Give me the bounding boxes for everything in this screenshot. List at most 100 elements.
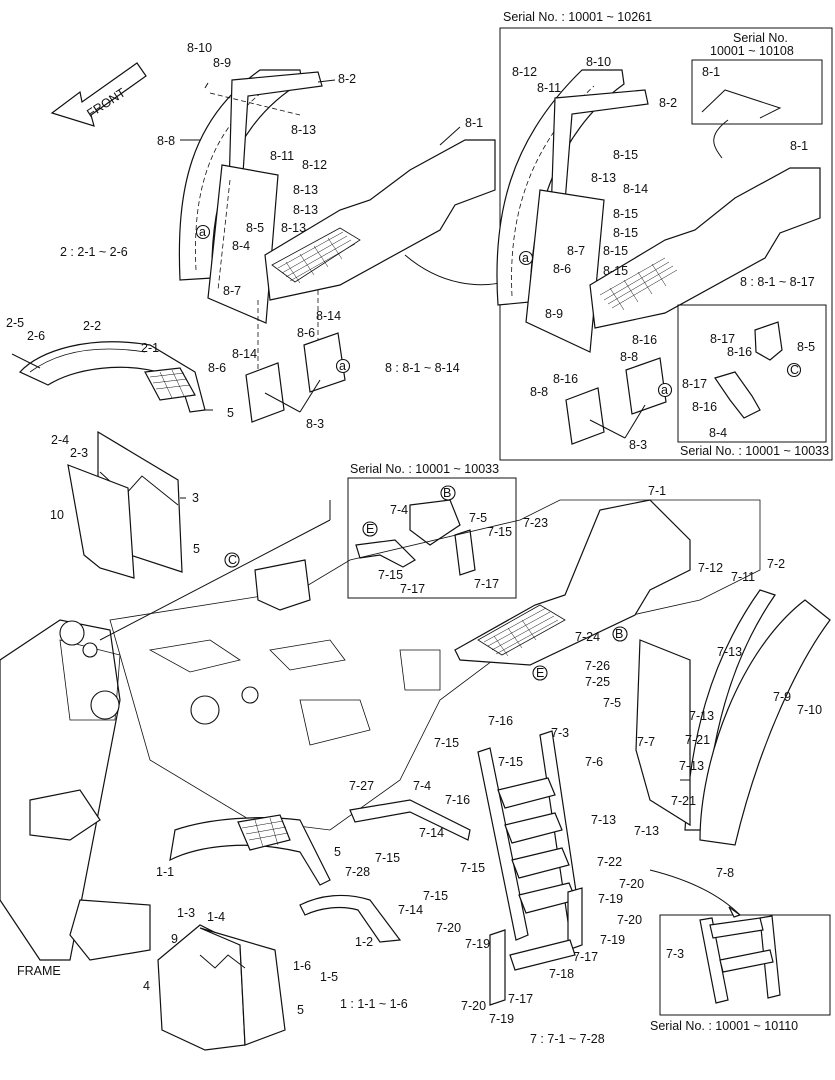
bracket-serial-caption: Serial No. : 10001 ~ 10033 <box>350 462 499 476</box>
callout-label: 7-3 <box>666 947 684 961</box>
callout-label: 7-13 <box>717 645 742 659</box>
callout-label: 7-5 <box>603 696 621 710</box>
callout-label: 5 <box>297 1003 304 1017</box>
callout-label: 8-9 <box>545 307 563 321</box>
callout-label: 7-1 <box>648 484 666 498</box>
marker-b: B <box>615 627 623 641</box>
main-frame: C <box>0 499 761 961</box>
callout-label: 8-5 <box>246 221 264 235</box>
callout-label: 7-4 <box>413 779 431 793</box>
callout-label: 7-2 <box>767 557 785 571</box>
callout-label: 8-6 <box>297 326 315 340</box>
callout-label: 7-13 <box>634 824 659 838</box>
serial-caption: Serial No. : 10001 ~ 10261 <box>503 10 652 24</box>
callout-label: 8-7 <box>567 244 585 258</box>
callout-label: 7-15 <box>498 755 523 769</box>
callout-label: 7-18 <box>549 967 574 981</box>
grating-2-1 <box>149 369 191 399</box>
callout-label: 7-26 <box>585 659 610 673</box>
callout-label: 7-20 <box>461 999 486 1013</box>
callout-label: 7-10 <box>797 703 822 717</box>
callout-label: 7-19 <box>598 892 623 906</box>
callout-label: 8-17 <box>682 377 707 391</box>
callout-label: 8-7 <box>223 284 241 298</box>
callout-label: 5 <box>227 406 234 420</box>
callout-label: 7-16 <box>445 793 470 807</box>
callout-label: 7-13 <box>689 709 714 723</box>
callout-label: 8-13 <box>293 183 318 197</box>
callout-label: 7-3 <box>551 726 569 740</box>
callout-label: 7-13 <box>679 759 704 773</box>
callout-label: 8-10 <box>187 41 212 55</box>
callout-label: 7-15 <box>460 861 485 875</box>
callout-label: 5 <box>193 542 200 556</box>
callout-label: 7-28 <box>345 865 370 879</box>
callout-label: 2-1 <box>141 341 159 355</box>
callout-label: 7-5 <box>469 511 487 525</box>
callout-label: 5 <box>334 845 341 859</box>
callout-label: 8-1 <box>465 116 483 130</box>
callout-label: 7-14 <box>398 903 423 917</box>
callout-label: 10 <box>50 508 64 522</box>
callout-label: 7-17 <box>573 950 598 964</box>
callout-label: 7-8 <box>716 866 734 880</box>
callout-label: 7-15 <box>423 889 448 903</box>
callout-label: 7-19 <box>465 937 490 951</box>
callout-label: 8-12 <box>512 65 537 79</box>
group-caption-2: 2 : 2-1 ~ 2-6 <box>60 245 128 259</box>
marker-c: C <box>228 553 237 567</box>
grating-left <box>277 231 356 284</box>
callout-label: 8-11 <box>537 81 561 95</box>
grating-1-1 <box>241 817 289 848</box>
callout-label: 7-15 <box>378 568 403 582</box>
callout-label: 8-9 <box>213 56 231 70</box>
callout-label: 1-5 <box>320 970 338 984</box>
marker-a: a <box>339 359 346 373</box>
marker-a: a <box>522 251 529 265</box>
group-caption-8a: 8 : 8-1 ~ 8-14 <box>385 361 460 375</box>
callout-label: 2-2 <box>83 319 101 333</box>
callout-label: 8-3 <box>306 417 324 431</box>
grating-right <box>599 257 678 311</box>
step-assembly-group-7: B E Serial No. : 10001 ~ 10110 <box>349 499 831 1033</box>
callout-label: 7-12 <box>698 561 723 575</box>
callout-label: 7-15 <box>487 525 512 539</box>
callout-label: 7-24 <box>575 630 600 644</box>
callout-label: 7-19 <box>489 1012 514 1026</box>
callout-label: 7-14 <box>419 826 444 840</box>
callout-label: 7-9 <box>773 690 791 704</box>
callout-label: 1-4 <box>207 910 225 924</box>
callout-label: 8-17 <box>710 332 735 346</box>
marker-c: C <box>790 363 799 377</box>
group-caption-1: 1 : 1-1 ~ 1-6 <box>340 997 408 1011</box>
callout-label: 7-17 <box>508 992 533 1006</box>
callout-label: 7-4 <box>390 503 408 517</box>
marker-b: B <box>443 486 451 500</box>
callout-label: 7-21 <box>671 794 696 808</box>
callouts: 8-10 8-9 8-2 8-13 8-8 8-11 8-12 8-13 8-1… <box>6 41 822 1026</box>
callout-label: 8-16 <box>692 400 717 414</box>
callout-label: 8-4 <box>709 426 727 440</box>
callout-label: 8-10 <box>586 55 611 69</box>
marker-e: E <box>536 666 544 680</box>
callout-label: 8-4 <box>232 239 250 253</box>
callout-label: 7-15 <box>375 851 400 865</box>
group-caption-7: 7 : 7-1 ~ 7-28 <box>530 1032 605 1046</box>
callout-label: 1-6 <box>293 959 311 973</box>
sub-serial-line1: Serial No. <box>733 31 788 45</box>
callout-label: 7-11 <box>731 570 755 584</box>
fender-group-1 <box>157 814 402 1051</box>
callout-label: 7-22 <box>597 855 622 869</box>
callout-label: 9 <box>171 932 178 946</box>
callout-label: 8-15 <box>603 264 628 278</box>
callout-label: 1-1 <box>156 865 174 879</box>
callout-label: 7-20 <box>617 913 642 927</box>
marker-e: E <box>366 522 374 536</box>
frame-label: FRAME <box>17 964 61 978</box>
fender-group-2 <box>11 341 213 579</box>
callout-label: 7-27 <box>349 779 374 793</box>
front-arrow: FRONT <box>50 62 147 127</box>
callout-label: 8-6 <box>208 361 226 375</box>
callout-label: 7-13 <box>591 813 616 827</box>
